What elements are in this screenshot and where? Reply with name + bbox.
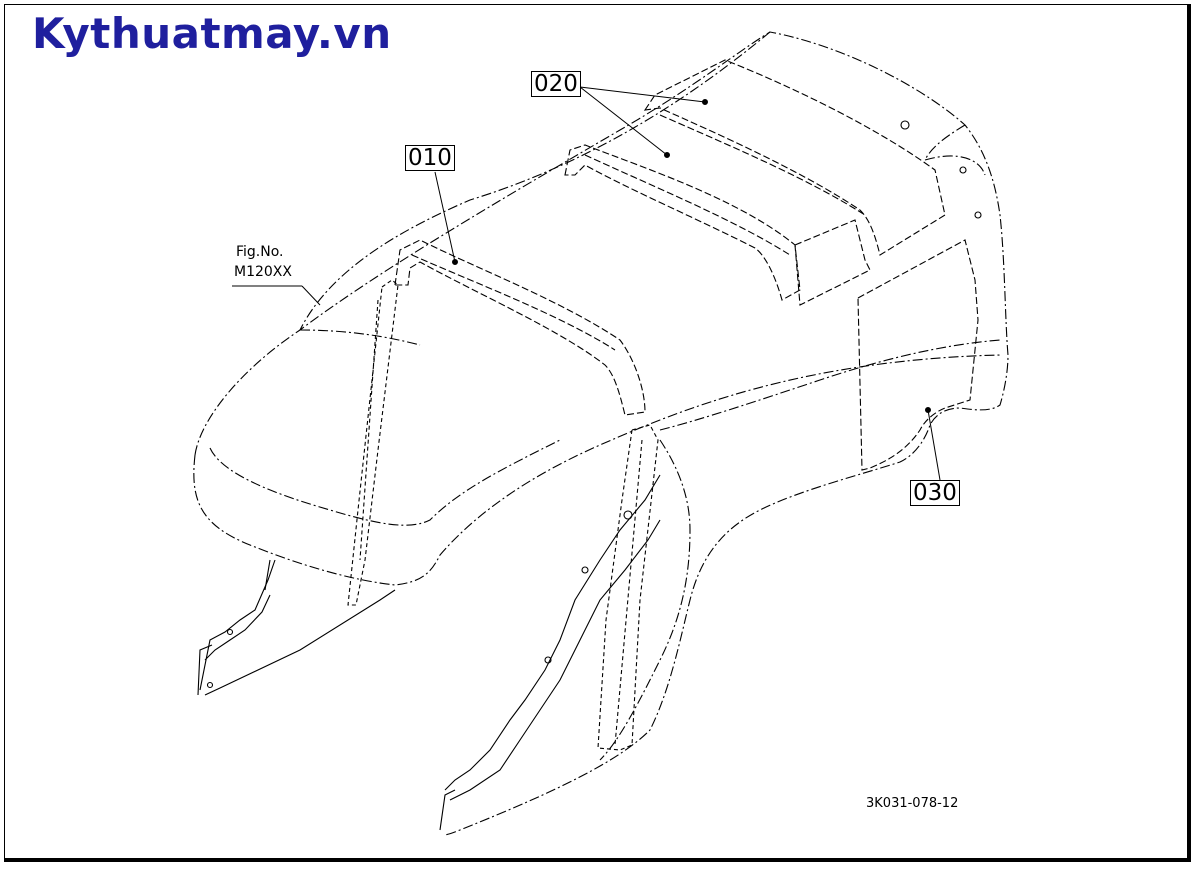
hood-top-edge [299,31,771,331]
hood-top-ridge [299,329,421,346]
callout-020: 020 [531,71,581,97]
right-post [597,424,659,751]
hood-outline [194,31,1009,836]
part-020-strip-front [564,144,801,301]
hood-side-curve [599,439,691,761]
hood-side-lower [659,339,1001,431]
site-title: Kythuatmay.vn [32,9,392,58]
leader-010 [434,171,456,263]
hood-front-lip-inner [209,439,561,526]
right-support [439,474,661,831]
fig-number: M120XX [234,264,292,280]
part-020-plate [794,219,871,306]
leader-fig [301,285,321,306]
left-support [199,559,396,696]
hood-rear-face [924,124,986,176]
leader-020-a [579,86,706,103]
callout-010: 010 [405,145,455,171]
callout-030: 030 [910,480,960,506]
drawing-code: 3K031-078-12 [866,796,959,811]
part-030-panel [857,239,979,471]
fig-label: Fig.No. [236,244,284,260]
hood-front-lip [193,354,1001,586]
leader-020-b [579,86,668,156]
part-010-frame [394,239,646,416]
leader-030 [927,409,941,481]
left-post [347,279,399,606]
part-020-strip-rear [643,59,946,256]
